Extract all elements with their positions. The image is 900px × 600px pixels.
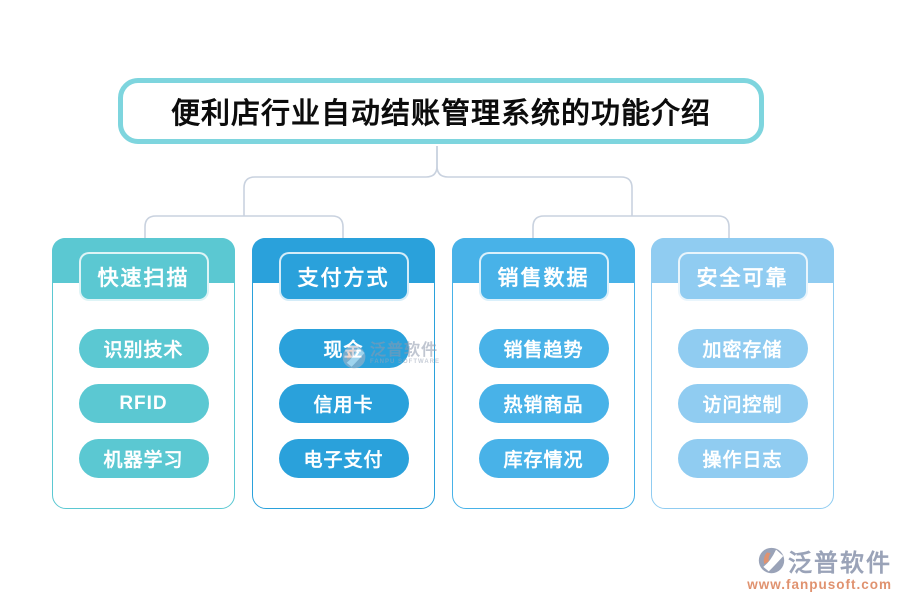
diagram-title-text: 便利店行业自动结账管理系统的功能介绍 bbox=[170, 98, 711, 130]
card-header: 销售数据 bbox=[478, 252, 609, 301]
feature-item: 现金 bbox=[278, 329, 409, 368]
diagram-title: 便利店行业自动结账管理系统的功能介绍 bbox=[118, 78, 764, 144]
connector-split-left bbox=[144, 215, 344, 239]
feature-item: 机器学习 bbox=[78, 439, 209, 478]
connector-branch-right bbox=[436, 146, 633, 216]
card-header-text: 销售数据 bbox=[497, 266, 590, 290]
feature-item: 电子支付 bbox=[278, 439, 409, 478]
fanpu-logo-icon bbox=[758, 547, 785, 574]
card-header-text: 安全可靠 bbox=[696, 266, 789, 290]
feature-item: 库存情况 bbox=[478, 439, 609, 478]
watermark-corner: 泛普软件 www.fanpusoft.com bbox=[747, 543, 892, 592]
connector-branch-left bbox=[243, 146, 438, 216]
feature-item: 操作日志 bbox=[677, 439, 808, 478]
card-header: 安全可靠 bbox=[677, 252, 808, 301]
feature-item: RFID bbox=[78, 384, 209, 423]
watermark-url-text: www.fanpusoft.com bbox=[747, 577, 892, 592]
feature-item: 销售趋势 bbox=[478, 329, 609, 368]
feature-item: 信用卡 bbox=[278, 384, 409, 423]
feature-card-payment-methods: 支付方式 现金 信用卡 电子支付 bbox=[252, 238, 435, 509]
card-header-text: 快速扫描 bbox=[97, 266, 190, 290]
connector-split-right bbox=[532, 215, 730, 239]
feature-item: 加密存储 bbox=[677, 329, 808, 368]
feature-card-sales-data: 销售数据 销售趋势 热销商品 库存情况 bbox=[452, 238, 635, 509]
card-header: 快速扫描 bbox=[78, 252, 209, 301]
feature-card-security: 安全可靠 加密存储 访问控制 操作日志 bbox=[651, 238, 834, 509]
feature-card-quick-scan: 快速扫描 识别技术 RFID 机器学习 bbox=[52, 238, 235, 509]
card-header-text: 支付方式 bbox=[297, 266, 390, 290]
feature-item: 访问控制 bbox=[677, 384, 808, 423]
card-header: 支付方式 bbox=[278, 252, 409, 301]
feature-item: 识别技术 bbox=[78, 329, 209, 368]
watermark-brand-text: 泛普软件 bbox=[788, 550, 892, 577]
feature-item: 热销商品 bbox=[478, 384, 609, 423]
